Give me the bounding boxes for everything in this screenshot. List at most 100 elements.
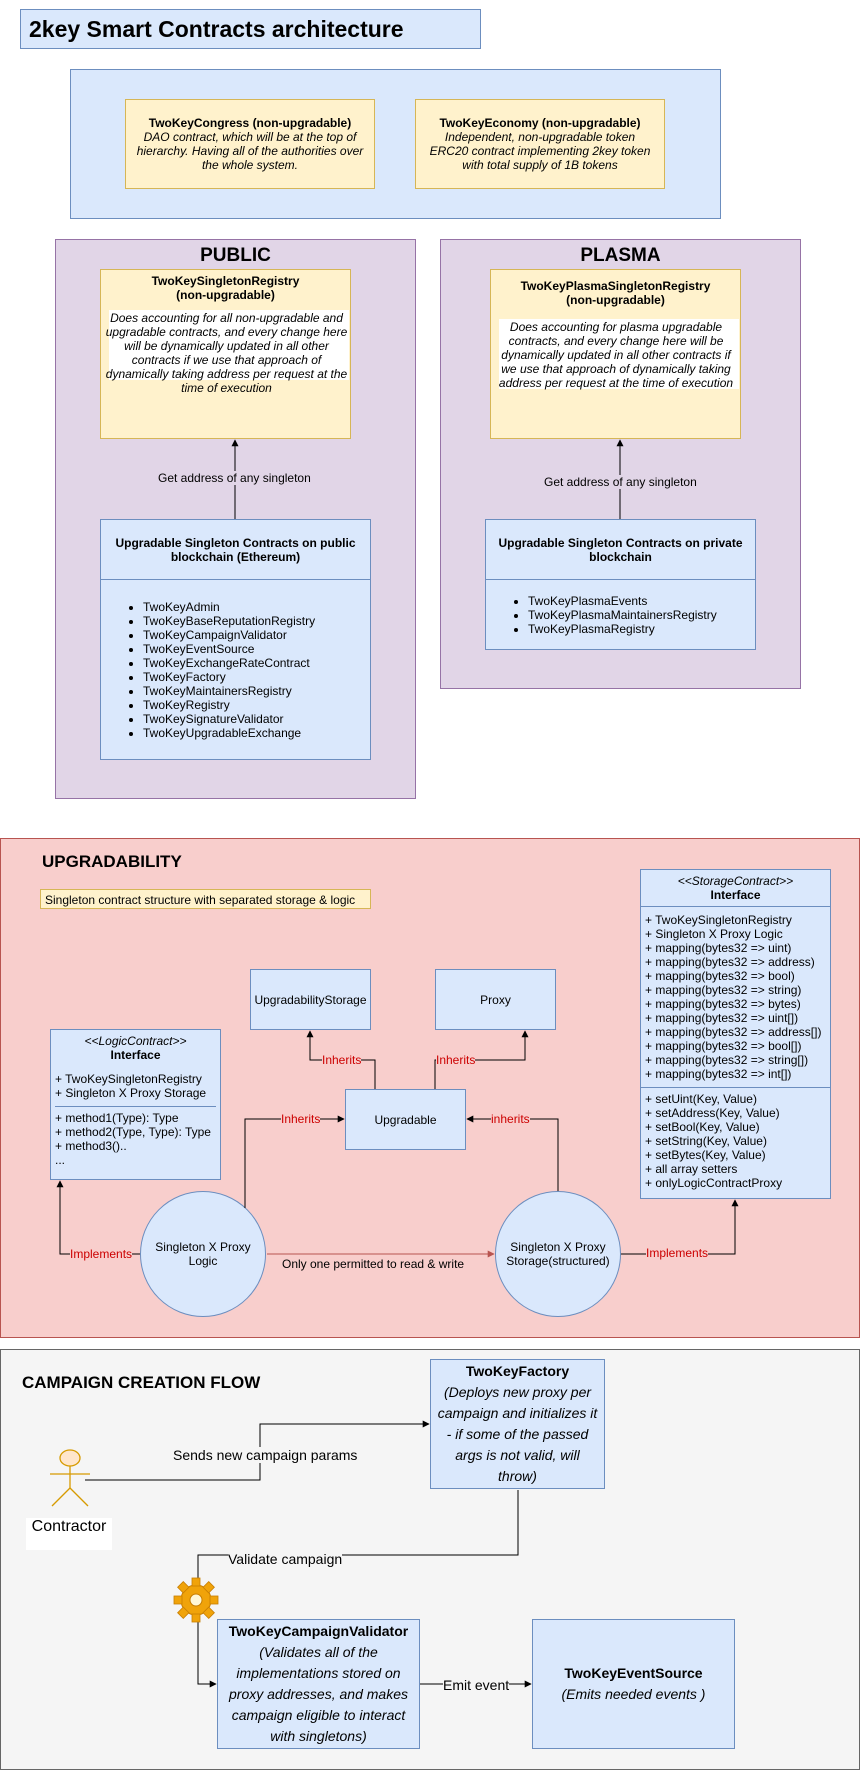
uml-attribute: + Singleton X Proxy Storage bbox=[55, 1086, 207, 1100]
implements-label-1: Implements bbox=[70, 1247, 133, 1261]
congress-node[interactable]: TwoKeyCongress (non-upgradable) DAO cont… bbox=[125, 99, 375, 189]
storage-interface-name: Interface bbox=[710, 888, 761, 902]
plasma-registry-title: TwoKeyPlasmaSingletonRegistry bbox=[520, 279, 711, 293]
list-item: TwoKeyAdmin bbox=[143, 600, 370, 614]
uml-attribute: + mapping(bytes32 => address[]) bbox=[645, 1025, 822, 1039]
event-source-text: (Emits needed events ) bbox=[561, 1686, 706, 1702]
factory-title: TwoKeyFactory bbox=[465, 1363, 570, 1379]
uml-method: + onlyLogicContractProxy bbox=[645, 1176, 783, 1190]
economy-node[interactable]: TwoKeyEconomy (non-upgradable) Independe… bbox=[415, 99, 665, 189]
edge-inherits-4 bbox=[466, 1115, 559, 1191]
list-item: TwoKeyExchangeRateContract bbox=[143, 656, 370, 670]
emit-label: Emit event bbox=[443, 1677, 510, 1693]
inherits-label-4: inherits bbox=[491, 1112, 530, 1126]
uml-attribute: + mapping(bytes32 => bool) bbox=[645, 969, 795, 983]
uml-attribute: + TwoKeySingletonRegistry bbox=[55, 1072, 202, 1086]
event-source-node[interactable]: TwoKeyEventSource (Emits needed events ) bbox=[532, 1619, 735, 1749]
uml-attribute: + TwoKeySingletonRegistry bbox=[645, 913, 792, 927]
list-item: TwoKeyPlasmaRegistry bbox=[528, 622, 755, 636]
list-item: TwoKeyFactory bbox=[143, 670, 370, 684]
storage-node[interactable]: Singleton X Proxy Storage(structured) bbox=[495, 1191, 621, 1317]
list-item: TwoKeyRegistry bbox=[143, 698, 370, 712]
uml-attribute: + mapping(bytes32 => string) bbox=[645, 983, 802, 997]
logic-interface-stereotype: <<LogicContract>> bbox=[84, 1034, 187, 1048]
uml-method: + setBool(Key, Value) bbox=[645, 1120, 760, 1134]
list-item: TwoKeySignatureValidator bbox=[143, 712, 370, 726]
list-item: TwoKeyMaintainersRegistry bbox=[143, 684, 370, 698]
uml-method: + setBytes(Key, Value) bbox=[645, 1148, 766, 1162]
plasma-edge-label: Get address of any singleton bbox=[544, 475, 697, 489]
public-registry-node[interactable]: TwoKeySingletonRegistry (non-upgradable)… bbox=[100, 269, 351, 439]
uml-attribute: + mapping(bytes32 => int[]) bbox=[645, 1067, 792, 1081]
logic-node-label: Singleton X Proxy Logic bbox=[155, 1240, 251, 1268]
public-heading: PUBLIC bbox=[200, 245, 271, 266]
uml-attribute: + mapping(bytes32 => uint) bbox=[645, 941, 792, 955]
contractor-label: Contractor bbox=[26, 1518, 112, 1550]
inherits-label-3: Inherits bbox=[281, 1112, 321, 1126]
plasma-registry-text: Does accounting for plasma upgradable co… bbox=[498, 320, 734, 390]
public-contracts-list: TwoKeyAdminTwoKeyBaseReputationRegistryT… bbox=[100, 579, 371, 760]
validator-node[interactable]: TwoKeyCampaignValidator (Validates all o… bbox=[217, 1619, 420, 1749]
uml-method: + setAddress(Key, Value) bbox=[645, 1106, 780, 1120]
uml-attribute: + Singleton X Proxy Logic bbox=[645, 927, 783, 941]
list-item: TwoKeyBaseReputationRegistry bbox=[143, 614, 370, 628]
uml-attribute: + mapping(bytes32 => string[]) bbox=[645, 1053, 809, 1067]
plasma-contracts-list: TwoKeyPlasmaEventsTwoKeyPlasmaMaintainer… bbox=[485, 579, 756, 650]
plasma-contracts-title: Upgradable Singleton Contracts on privat… bbox=[498, 535, 743, 564]
edge-inherits-2 bbox=[434, 1030, 529, 1089]
page-title: 2key Smart Contracts architecture bbox=[20, 9, 481, 49]
storage-node-label: Singleton X Proxy Storage(structured) bbox=[506, 1240, 610, 1268]
uml-method: + setString(Key, Value) bbox=[645, 1134, 767, 1148]
congress-text: DAO contract, which will be at the top o… bbox=[136, 130, 364, 172]
public-registry-title: TwoKeySingletonRegistry bbox=[151, 274, 300, 288]
public-edge-label: Get address of any singleton bbox=[158, 471, 311, 485]
economy-title: TwoKeyEconomy (non-upgradable) bbox=[439, 116, 641, 130]
uml-method: + method2(Type, Type): Type bbox=[55, 1125, 211, 1139]
economy-text: Independent, non-upgradable token ERC20 … bbox=[429, 130, 651, 172]
campaign-heading: CAMPAIGN CREATION FLOW bbox=[22, 1373, 261, 1392]
only-one-label: Only one permitted to read & write bbox=[282, 1257, 465, 1271]
public-registry-subtitle: (non-upgradable) bbox=[176, 288, 275, 302]
proxy-node[interactable]: Proxy bbox=[435, 969, 556, 1030]
storage-interface[interactable]: <<StorageContract>> Interface + TwoKeySi… bbox=[640, 869, 831, 1199]
logic-node[interactable]: Singleton X Proxy Logic bbox=[140, 1191, 266, 1317]
gear-icon bbox=[173, 1577, 219, 1623]
implements-label-2: Implements bbox=[646, 1246, 709, 1260]
uml-attribute: + mapping(bytes32 => address) bbox=[645, 955, 815, 969]
validator-title: TwoKeyCampaignValidator bbox=[228, 1623, 409, 1639]
edge-implements-1 bbox=[56, 1180, 140, 1255]
inherits-label-2: Inherits bbox=[436, 1053, 476, 1067]
list-item: TwoKeyPlasmaMaintainersRegistry bbox=[528, 608, 755, 622]
public-registry-text: Does accounting for all non-upgradable a… bbox=[105, 311, 348, 395]
logic-interface-name: Interface bbox=[110, 1048, 161, 1062]
congress-title: TwoKeyCongress (non-upgradable) bbox=[148, 116, 352, 130]
logic-interface[interactable]: <<LogicContract>> Interface + TwoKeySing… bbox=[50, 1029, 221, 1180]
upgradability-storage-node[interactable]: UpgradabilityStorage bbox=[250, 969, 371, 1030]
plasma-contracts-header[interactable]: Upgradable Singleton Contracts on privat… bbox=[485, 519, 756, 580]
list-item: TwoKeyCampaignValidator bbox=[143, 628, 370, 642]
validator-text: (Validates all of the implementations st… bbox=[229, 1644, 408, 1744]
plasma-heading: PLASMA bbox=[580, 245, 661, 266]
upgradable-node[interactable]: Upgradable bbox=[345, 1089, 466, 1150]
inherits-label-1: Inherits bbox=[322, 1053, 362, 1067]
edge-validate bbox=[197, 1490, 519, 1688]
public-contracts-title: Upgradable Singleton Contracts on public… bbox=[115, 535, 356, 564]
plasma-registry-subtitle: (non-upgradable) bbox=[566, 293, 665, 307]
uml-method: ... bbox=[55, 1153, 66, 1167]
uml-method: + method1(Type): Type bbox=[55, 1111, 179, 1125]
uml-attribute: + mapping(bytes32 => uint[]) bbox=[645, 1011, 799, 1025]
uml-method: + method3().. bbox=[55, 1139, 127, 1153]
list-item: TwoKeyPlasmaEvents bbox=[528, 594, 755, 608]
uml-attribute: + mapping(bytes32 => bool[]) bbox=[645, 1039, 802, 1053]
storage-interface-stereotype: <<StorageContract>> bbox=[677, 874, 794, 888]
validate-label: Validate campaign bbox=[228, 1551, 343, 1567]
edge-inherits-3 bbox=[244, 1115, 345, 1208]
sends-label: Sends new campaign params bbox=[173, 1447, 358, 1463]
uml-method: + all array setters bbox=[645, 1162, 738, 1176]
upgradability-note: Singleton contract structure with separa… bbox=[40, 889, 371, 909]
factory-node[interactable]: TwoKeyFactory (Deploys new proxy per cam… bbox=[430, 1359, 605, 1489]
list-item: TwoKeyUpgradableExchange bbox=[143, 726, 370, 740]
plasma-registry-node[interactable]: TwoKeyPlasmaSingletonRegistry (non-upgra… bbox=[490, 269, 741, 439]
event-source-title: TwoKeyEventSource bbox=[564, 1665, 703, 1681]
